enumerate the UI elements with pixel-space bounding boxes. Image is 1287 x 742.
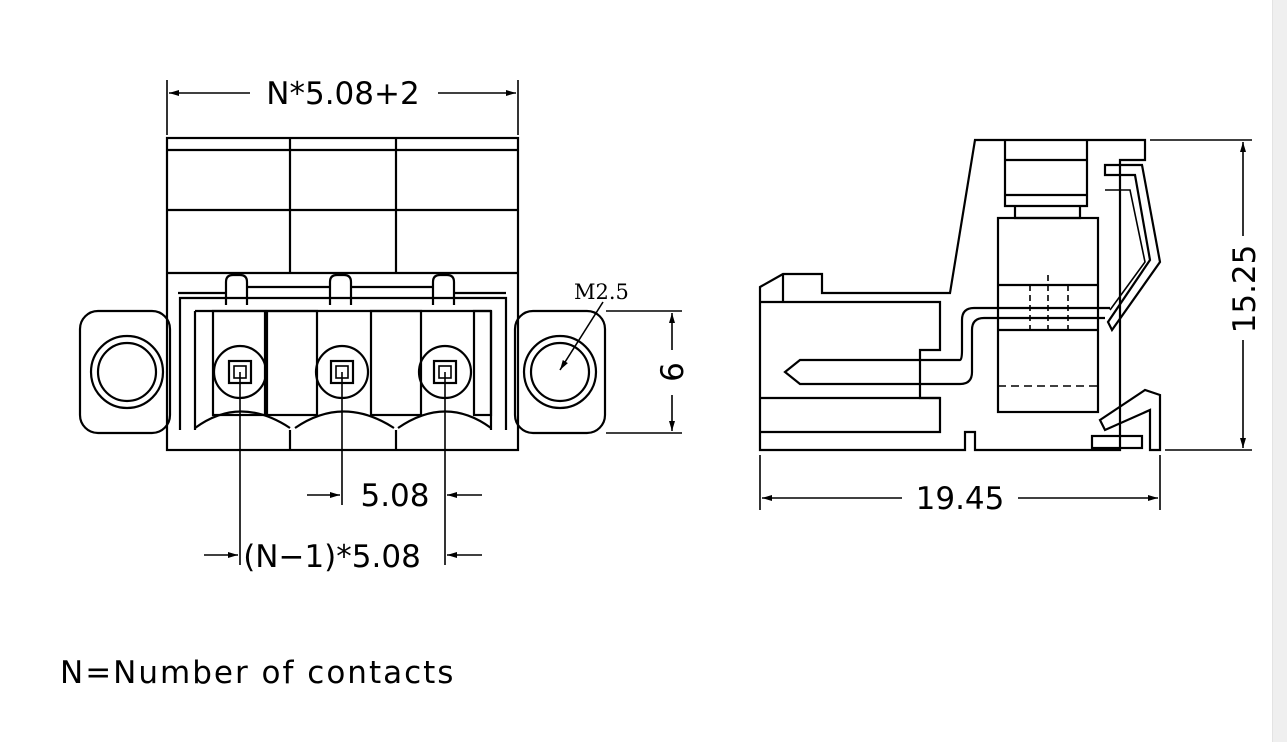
dim-depth: 19.45 xyxy=(759,455,1161,517)
contact-pin xyxy=(783,358,960,386)
dim-flange-height-label: 6 xyxy=(655,362,691,382)
dim-flange-height: 6 xyxy=(606,310,691,434)
screw-size-callout: M2.5 xyxy=(559,280,629,371)
right-mounting-hole xyxy=(522,334,598,410)
left-mounting-hole xyxy=(89,334,165,410)
vertical-scrollbar[interactable] xyxy=(1272,0,1287,742)
side-housing-outline xyxy=(758,138,1147,452)
dim-span-label: (N−1)*5.08 xyxy=(243,539,421,575)
dim-pitch: 5.08 xyxy=(239,372,482,565)
front-view: N*5.08+2 5.08 (N−1)*5.08 6 M xyxy=(78,76,691,575)
contacts-note: N=Number of contacts xyxy=(60,655,455,691)
dim-span: (N−1)*5.08 xyxy=(204,539,482,575)
dim-total-width-label: N*5.08+2 xyxy=(266,76,419,112)
side-screw-head xyxy=(1003,140,1089,220)
dim-depth-label: 19.45 xyxy=(916,481,1005,517)
terminal-cavity xyxy=(178,296,508,430)
right-flange xyxy=(513,309,607,435)
screw-size-label: M2.5 xyxy=(574,280,629,304)
dim-total-width: N*5.08+2 xyxy=(166,76,519,135)
dim-side-height-label: 15.25 xyxy=(1227,245,1263,334)
side-view: 19.45 15.25 xyxy=(758,138,1263,517)
terminal-ribs xyxy=(178,273,506,305)
dim-pitch-label: 5.08 xyxy=(360,478,429,514)
side-latch xyxy=(1103,163,1162,333)
dim-side-height: 15.25 xyxy=(1150,139,1263,451)
left-flange xyxy=(78,309,172,435)
